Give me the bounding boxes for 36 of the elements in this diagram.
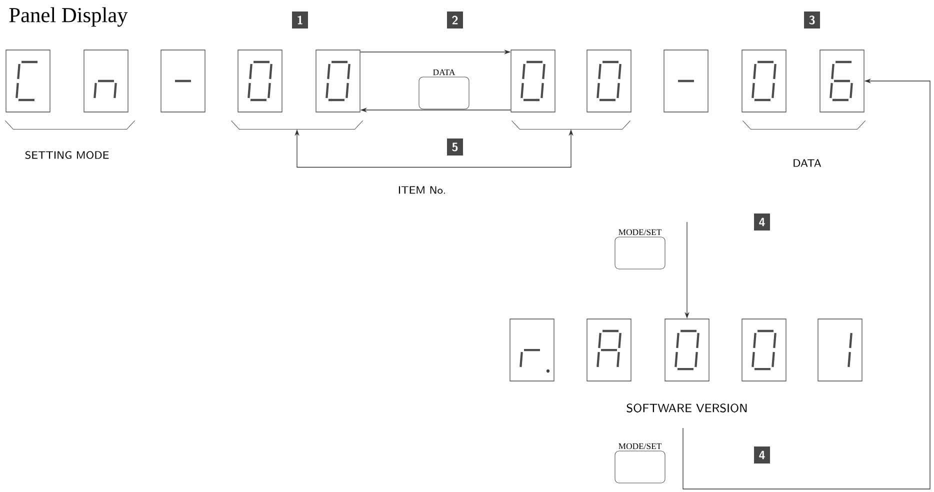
display-digit	[818, 318, 862, 382]
display-digit	[586, 318, 632, 382]
bracket	[4, 120, 136, 130]
callout-number: 2	[447, 12, 463, 28]
display-digit	[664, 50, 708, 112]
bracket-label: SETTING MODE	[25, 151, 109, 159]
display-digit	[510, 50, 556, 112]
node-label: MODE/SET	[618, 229, 662, 236]
display-digit	[586, 50, 632, 112]
push-button: MODE/SET	[614, 443, 666, 484]
node-label: MODE/SET	[618, 443, 662, 450]
bracket-label: DATA	[794, 159, 822, 167]
callout-number: 1	[292, 12, 308, 28]
display-digit	[742, 318, 786, 382]
callout-number: 4	[754, 214, 770, 230]
display-digit	[316, 50, 360, 112]
edge-label: ITEM No.	[396, 184, 448, 196]
bracket	[742, 120, 866, 130]
display-digit	[820, 50, 864, 112]
title: Panel Display	[9, 7, 128, 27]
push-button: DATA	[418, 69, 470, 110]
bracket	[511, 120, 631, 130]
bracket	[230, 120, 364, 130]
caption-label: SOFTWARE VERSION	[626, 404, 747, 412]
display-digit	[664, 318, 710, 382]
display-digit	[238, 50, 282, 112]
callout-number: 3	[804, 12, 820, 28]
display-digit	[84, 50, 128, 112]
display-digit	[160, 50, 206, 112]
display-digit	[742, 50, 786, 112]
display-digit	[6, 50, 50, 112]
callout-number: 4	[754, 446, 770, 464]
display-digit	[510, 318, 554, 382]
node-label: DATA	[433, 69, 456, 76]
callout-number: 5	[447, 138, 463, 156]
push-button: MODE/SET	[614, 229, 666, 270]
